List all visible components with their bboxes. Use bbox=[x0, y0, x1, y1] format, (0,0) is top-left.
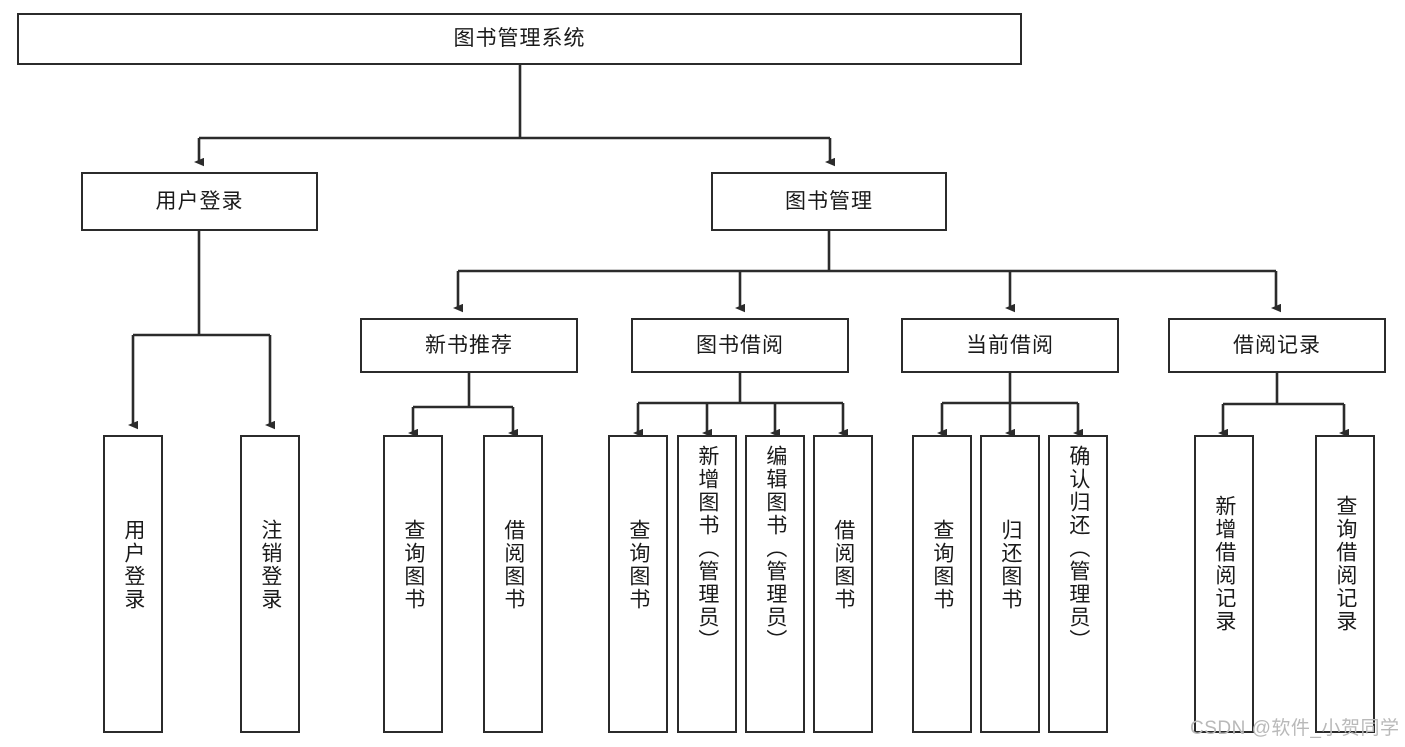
node-leaf-borrow-book-2[interactable]: 借阅图书 bbox=[813, 435, 873, 733]
node-leaf-return-book-label: 归还图书 bbox=[998, 519, 1022, 611]
node-current-borrow-label: 当前借阅 bbox=[966, 333, 1054, 357]
node-user-login[interactable]: 用户登录 bbox=[81, 172, 318, 231]
node-leaf-logout[interactable]: 注销登录 bbox=[240, 435, 300, 733]
node-leaf-confirm-return-label: 确认归还（管理员） bbox=[1066, 445, 1090, 652]
node-new-book-rec[interactable]: 新书推荐 bbox=[360, 318, 578, 373]
watermark-text: CSDN @软件_小贺同学 bbox=[1190, 718, 1400, 739]
node-leaf-user-login[interactable]: 用户登录 bbox=[103, 435, 163, 733]
node-leaf-user-login-label: 用户登录 bbox=[121, 519, 145, 611]
node-leaf-borrow-book-2-label: 借阅图书 bbox=[831, 519, 855, 611]
node-leaf-query-book-1[interactable]: 查询图书 bbox=[383, 435, 443, 733]
node-new-book-rec-label: 新书推荐 bbox=[425, 333, 513, 357]
node-leaf-borrow-book-1-label: 借阅图书 bbox=[501, 519, 525, 611]
node-root[interactable]: 图书管理系统 bbox=[17, 13, 1022, 65]
node-leaf-edit-book-label: 编辑图书（管理员） bbox=[763, 445, 787, 652]
node-leaf-logout-label: 注销登录 bbox=[258, 519, 282, 611]
node-leaf-query-book-3-label: 查询图书 bbox=[930, 519, 954, 611]
node-leaf-query-book-3[interactable]: 查询图书 bbox=[912, 435, 972, 733]
node-book-manage[interactable]: 图书管理 bbox=[711, 172, 947, 231]
node-current-borrow[interactable]: 当前借阅 bbox=[901, 318, 1119, 373]
node-root-label: 图书管理系统 bbox=[453, 27, 586, 51]
node-leaf-query-book-2[interactable]: 查询图书 bbox=[608, 435, 668, 733]
node-leaf-query-book-1-label: 查询图书 bbox=[401, 519, 425, 611]
node-leaf-add-book-label: 新增图书（管理员） bbox=[695, 445, 719, 652]
node-book-borrow-label: 图书借阅 bbox=[696, 333, 784, 357]
node-leaf-edit-book[interactable]: 编辑图书（管理员） bbox=[745, 435, 805, 733]
node-leaf-return-book[interactable]: 归还图书 bbox=[980, 435, 1040, 733]
node-leaf-query-book-2-label: 查询图书 bbox=[626, 519, 650, 611]
node-borrow-record-label: 借阅记录 bbox=[1233, 333, 1321, 357]
node-book-manage-label: 图书管理 bbox=[785, 189, 873, 213]
node-leaf-borrow-book-1[interactable]: 借阅图书 bbox=[483, 435, 543, 733]
node-leaf-confirm-return[interactable]: 确认归还（管理员） bbox=[1048, 435, 1108, 733]
node-borrow-record[interactable]: 借阅记录 bbox=[1168, 318, 1386, 373]
node-leaf-query-record-label: 查询借阅记录 bbox=[1333, 495, 1357, 633]
node-user-login-label: 用户登录 bbox=[155, 189, 244, 213]
node-leaf-query-record[interactable]: 查询借阅记录 bbox=[1315, 435, 1375, 733]
node-leaf-add-record[interactable]: 新增借阅记录 bbox=[1194, 435, 1254, 733]
node-leaf-add-book[interactable]: 新增图书（管理员） bbox=[677, 435, 737, 733]
node-book-borrow[interactable]: 图书借阅 bbox=[631, 318, 849, 373]
node-leaf-add-record-label: 新增借阅记录 bbox=[1212, 495, 1236, 633]
